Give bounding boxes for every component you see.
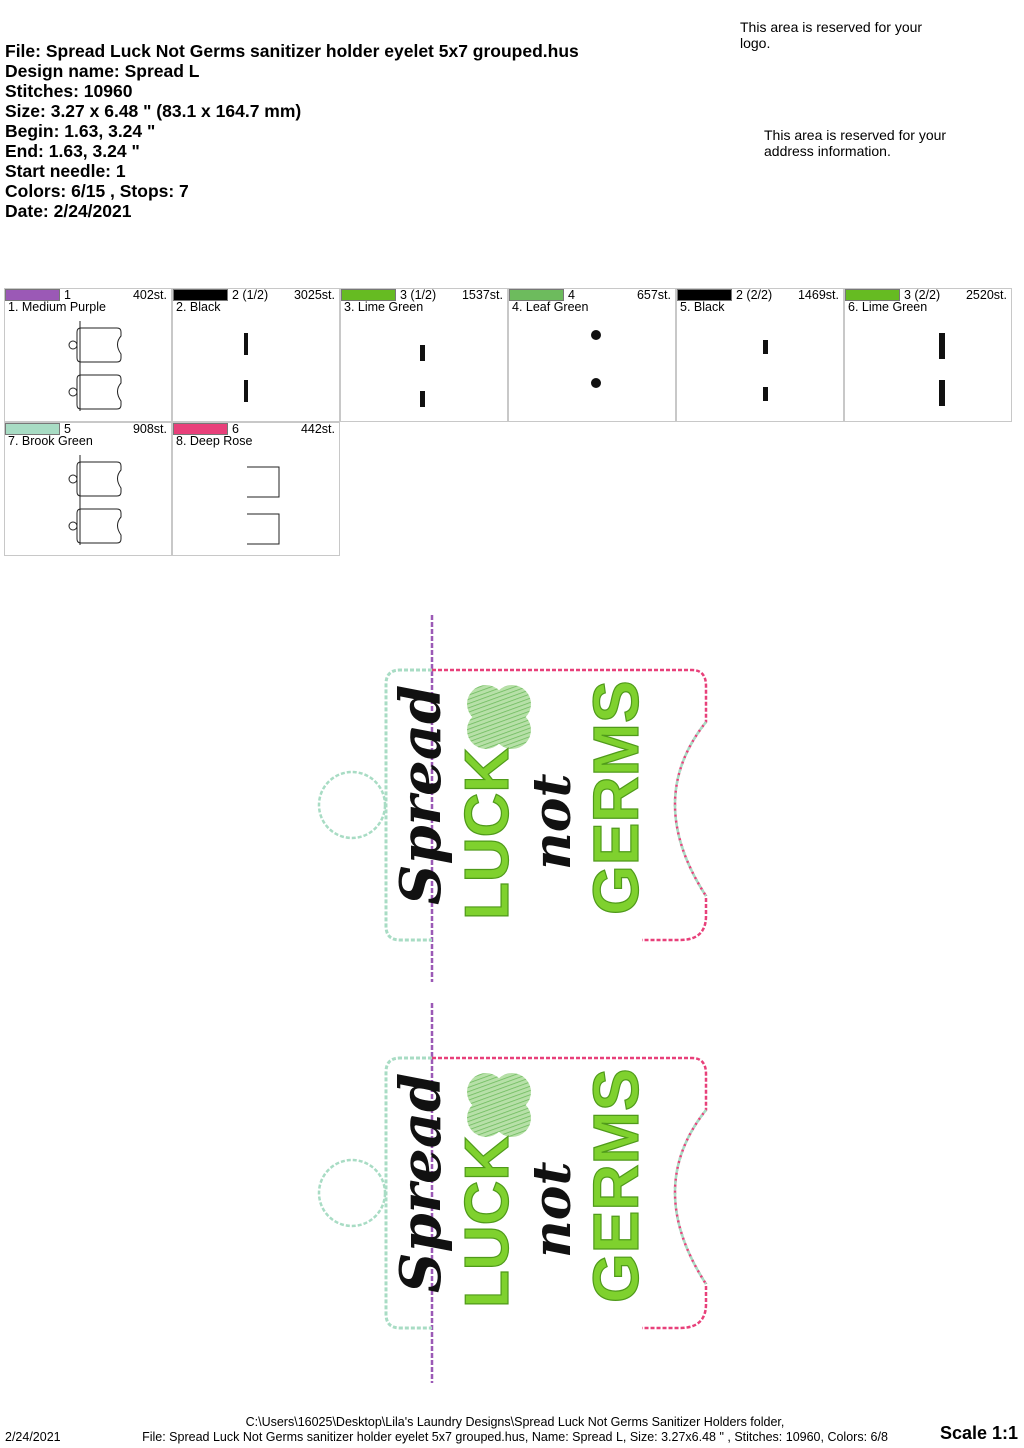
stitch-count: 3025st. xyxy=(293,288,335,302)
color-stop-cell: 3 (1/2) 1537st. 3. Lime Green xyxy=(340,288,508,422)
eyelet-ring xyxy=(317,1158,387,1228)
thread-color-name: 8. Deep Rose xyxy=(176,434,253,448)
thread-color-name: 6. Lime Green xyxy=(848,300,928,314)
address-placeholder-note: This area is reserved for your address i… xyxy=(764,127,947,159)
luck-text: LUCK xyxy=(453,748,522,920)
holder-outline-green xyxy=(384,668,432,942)
color-swatch xyxy=(341,289,396,301)
scale-label: Scale 1:1 xyxy=(939,1423,1018,1443)
file-name: File: Spread Luck Not Germs sanitizer ho… xyxy=(5,41,579,61)
needle-number: 2 (1/2) xyxy=(232,288,269,302)
end-point: End: 1.63, 3.24 " xyxy=(5,141,140,161)
footer-path-line-2: File: Spread Luck Not Germs sanitizer ho… xyxy=(142,1429,888,1444)
holder-outline-rose xyxy=(432,668,708,942)
shamrock-icon xyxy=(467,1073,531,1137)
needle-number: 4 xyxy=(568,288,575,302)
footer-file-path: C:\Users\16025\Desktop\Lila's Laundry De… xyxy=(100,1415,930,1444)
stitch-count: 657st. xyxy=(636,288,671,302)
needle-number: 5 xyxy=(64,422,71,436)
begin-point: Begin: 1.63, 3.24 " xyxy=(5,121,156,141)
design-date: Date: 2/24/2021 xyxy=(5,201,132,221)
holder-outline-right xyxy=(673,721,708,897)
color-stop-cell: 6 442st. 8. Deep Rose xyxy=(172,422,340,556)
needle-number: 2 (2/2) xyxy=(736,288,773,302)
color-swatch xyxy=(173,289,228,301)
not-text: not xyxy=(522,1161,583,1258)
color-swatch xyxy=(509,289,564,301)
thread-color-name: 7. Brook Green xyxy=(8,434,93,448)
design-name: Design name: Spread L xyxy=(5,61,200,81)
needle-number: 1 xyxy=(64,288,71,302)
color-swatch xyxy=(5,423,60,435)
holder-outline-right xyxy=(673,1109,708,1285)
color-stop-cell: 2 (1/2) 3025st. 2. Black xyxy=(172,288,340,422)
stop-thumbnail xyxy=(420,345,425,407)
color-swatch xyxy=(677,289,732,301)
stitch-count: 402st. xyxy=(132,288,167,302)
stitch-count: Stitches: 10960 xyxy=(5,81,133,101)
color-swatch xyxy=(845,289,900,301)
holder-outline-green xyxy=(384,1056,432,1330)
stitch-count: 908st. xyxy=(132,422,167,436)
needle-number: 3 (2/2) xyxy=(904,288,941,302)
thread-color-name: 4. Leaf Green xyxy=(512,300,589,314)
color-stop-cell: 4 657st. 4. Leaf Green xyxy=(508,288,676,422)
shamrock-icon xyxy=(467,685,531,749)
stitch-count: 1469st. xyxy=(797,288,839,302)
needle-number: 6 xyxy=(232,422,239,436)
design-info: File: Spread Luck Not Germs sanitizer ho… xyxy=(5,41,579,221)
stop-thumbnail xyxy=(68,455,122,545)
thread-color-name: 3. Lime Green xyxy=(344,300,424,314)
spread-text: Spread xyxy=(388,1073,454,1293)
stop-thumbnail xyxy=(244,333,248,402)
stitch-count: 442st. xyxy=(300,422,335,436)
not-text: not xyxy=(522,773,583,870)
color-stop-cell: 3 (2/2) 2520st. 6. Lime Green xyxy=(844,288,1012,422)
thread-color-name: 2. Black xyxy=(176,300,221,314)
holder-outline-rose xyxy=(432,1056,708,1330)
color-stop-cell: 2 (2/2) 1469st. 5. Black xyxy=(676,288,844,422)
stop-thumbnail xyxy=(247,466,280,545)
eyelet-ring xyxy=(317,770,387,840)
germs-text: GERMS xyxy=(580,680,652,915)
stitch-count: 1537st. xyxy=(461,288,503,302)
holder-top: Spread LUCK not GERMS xyxy=(317,615,708,982)
spread-text: Spread xyxy=(388,685,454,905)
color-swatch xyxy=(5,289,60,301)
start-needle: Start needle: 1 xyxy=(5,161,126,181)
thread-color-name: 1. Medium Purple xyxy=(8,300,106,314)
footer-path-line-1: C:\Users\16025\Desktop\Lila's Laundry De… xyxy=(245,1415,785,1429)
holder-bottom: Spread LUCK not GERMS xyxy=(317,1003,708,1383)
footer-date: 2/24/2021 xyxy=(5,1430,61,1444)
stop-thumbnail xyxy=(591,330,601,388)
thread-color-name: 5. Black xyxy=(680,300,725,314)
germs-text: GERMS xyxy=(580,1068,652,1303)
needle-number: 3 (1/2) xyxy=(400,288,437,302)
stop-thumbnail xyxy=(763,340,768,401)
stop-thumbnail xyxy=(68,321,122,411)
design-size: Size: 3.27 x 6.48 " (83.1 x 164.7 mm) xyxy=(5,101,302,121)
logo-placeholder-note: This area is reserved for your logo. xyxy=(740,19,923,51)
stitch-count: 2520st. xyxy=(965,288,1007,302)
stop-thumbnail xyxy=(939,333,945,406)
color-count: Colors: 6/15 , Stops: 7 xyxy=(5,181,189,201)
color-stop-cell: 5 908st. 7. Brook Green xyxy=(4,422,172,556)
color-swatch xyxy=(173,423,228,435)
color-stop-cell: 1 402st. 1. Medium Purple xyxy=(4,288,172,422)
luck-text: LUCK xyxy=(453,1136,522,1308)
embroidery-preview: Spread LUCK not GERMS Spread LUCK not GE… xyxy=(317,615,708,1383)
